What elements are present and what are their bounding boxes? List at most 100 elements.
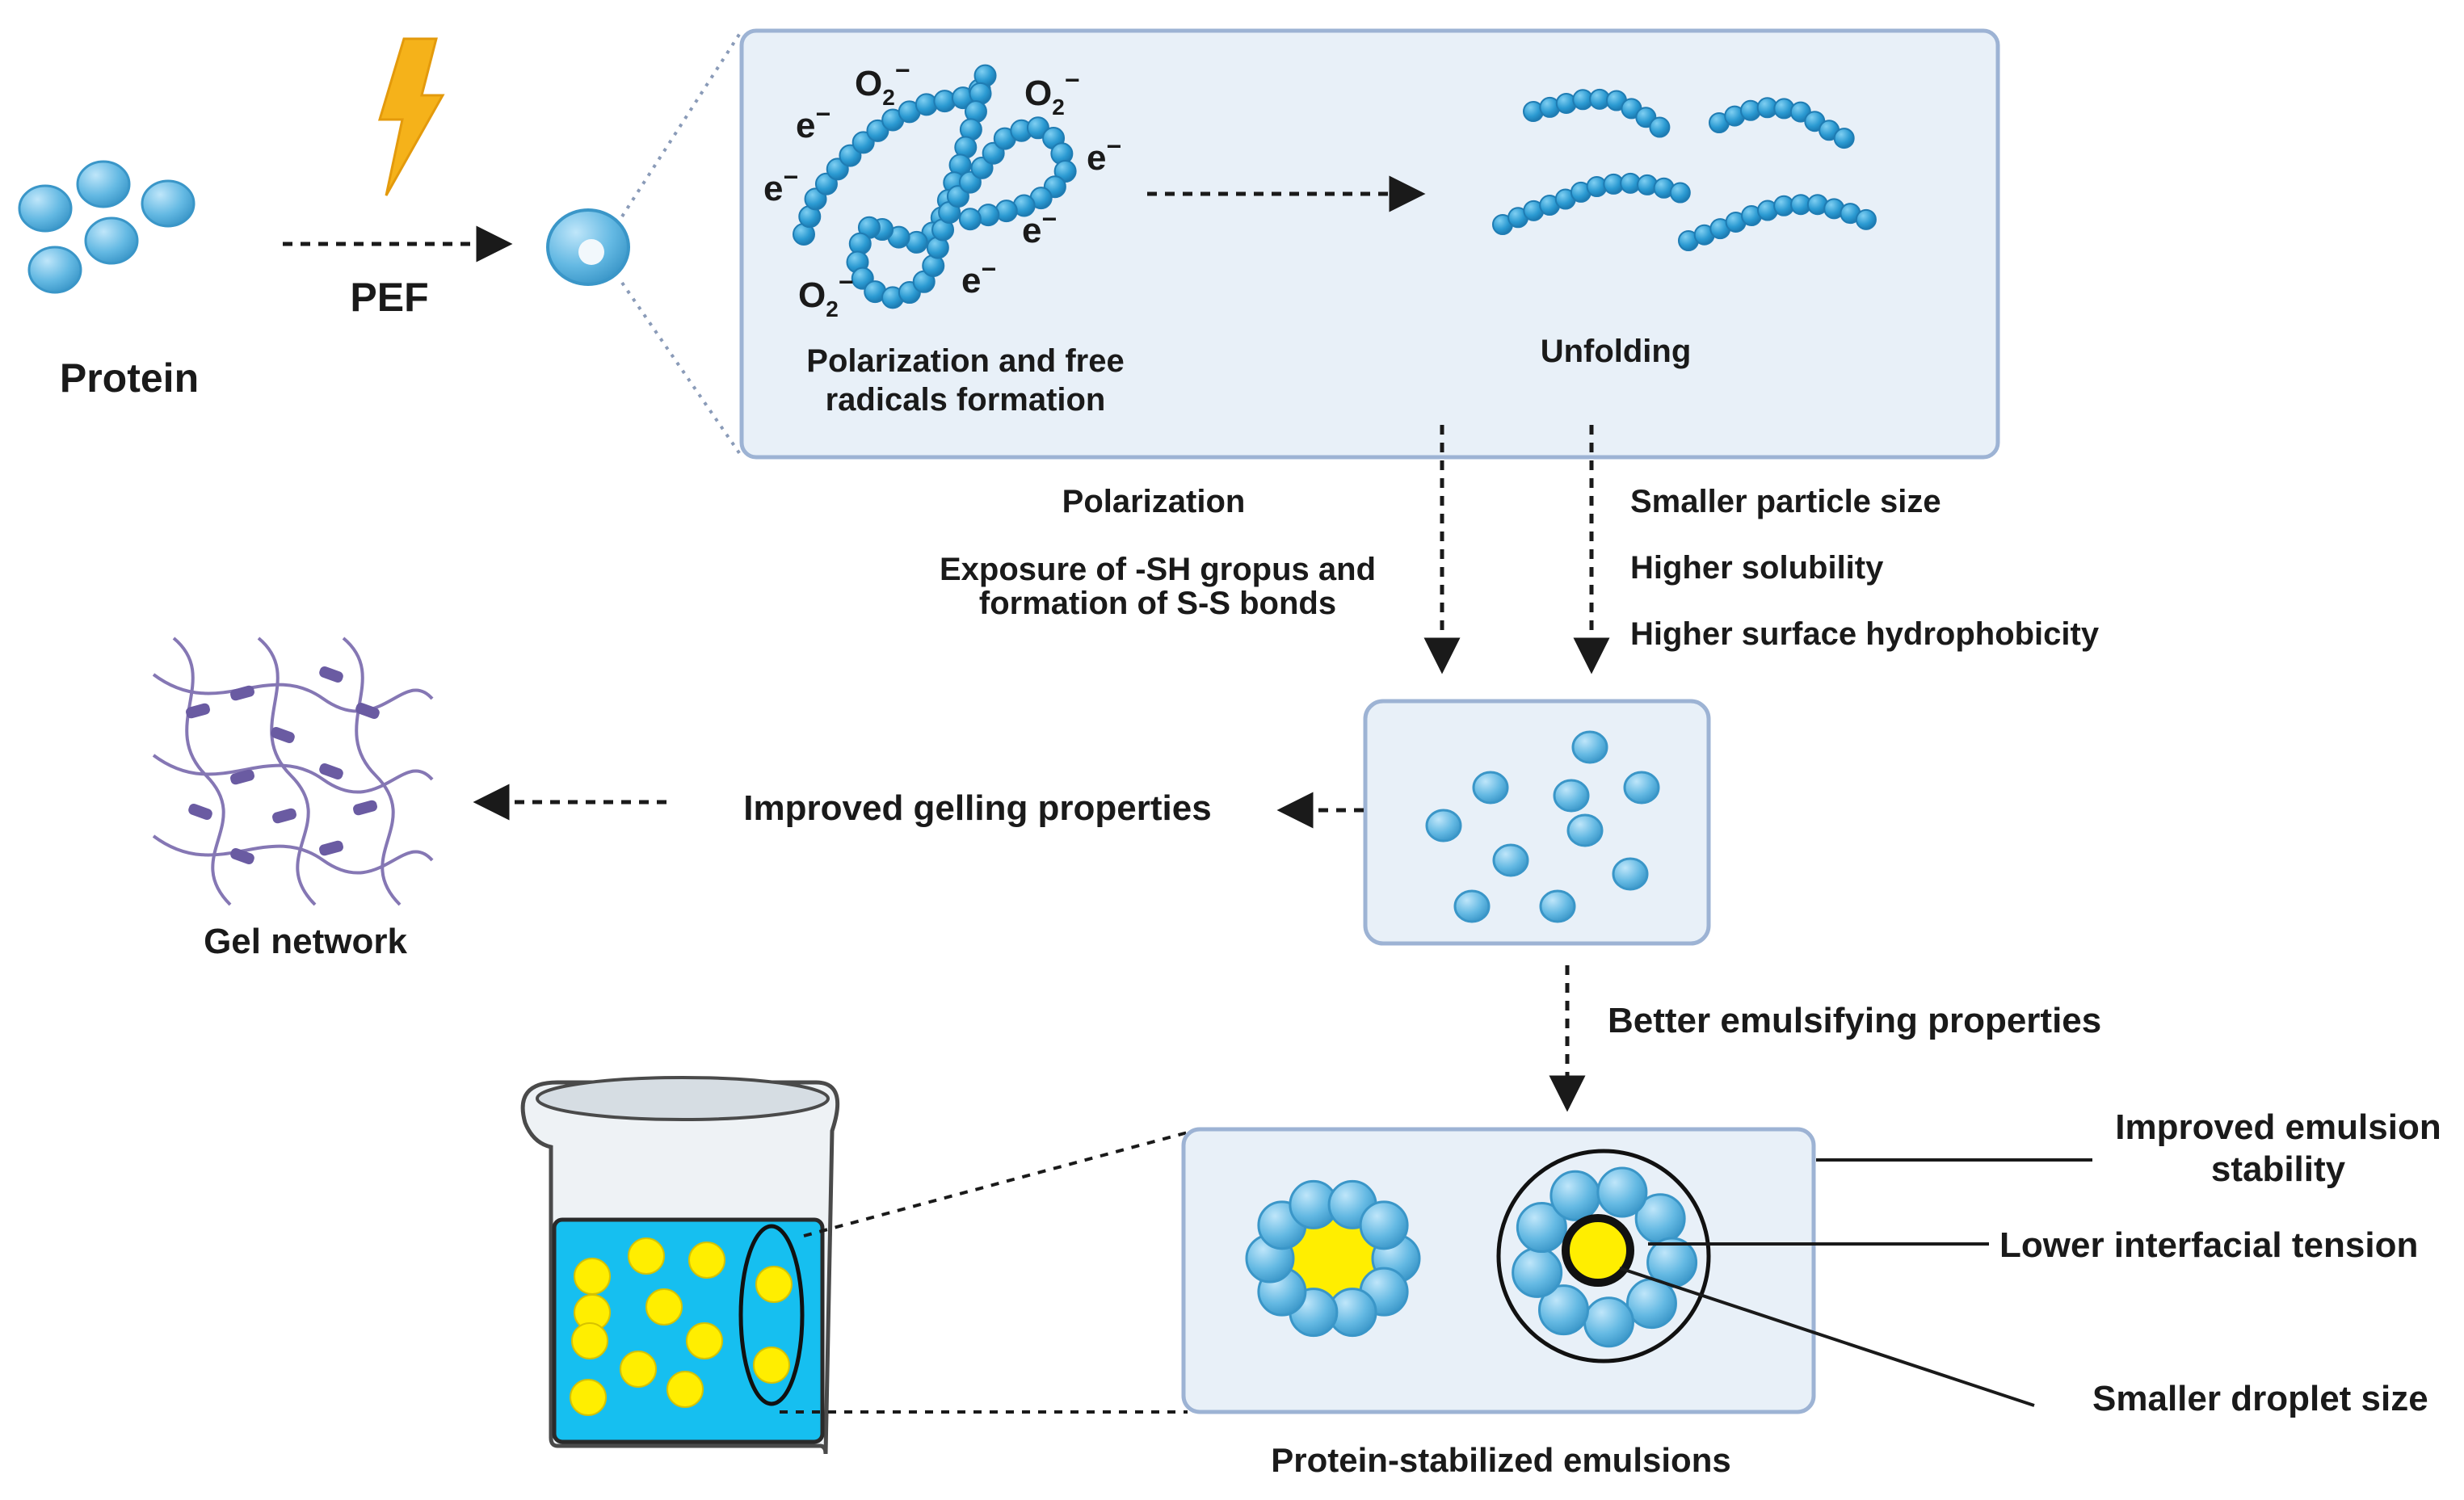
protein-bead xyxy=(1833,128,1855,149)
gel-strand xyxy=(342,637,402,906)
dispersed-protein xyxy=(1539,889,1576,923)
oil-droplet xyxy=(755,1266,793,1303)
lower-interfacial-tension-label: Lower interfacial tension xyxy=(1999,1225,2418,1265)
protein-bead xyxy=(1855,208,1877,230)
dispersed-proteins xyxy=(1425,730,1660,923)
gel-crosslink xyxy=(188,803,212,821)
smaller-droplet-size-label: Smaller droplet size xyxy=(2092,1379,2428,1418)
electron-5: e− xyxy=(961,254,996,300)
zoom-line-top xyxy=(620,29,743,218)
gel-crosslink xyxy=(319,763,343,780)
superoxide-ions: O2− O2− O2− xyxy=(798,56,1080,321)
dispersed-protein xyxy=(1472,771,1509,805)
gel-crosslink xyxy=(355,702,380,720)
oil-droplet xyxy=(686,1322,723,1359)
protein-bead xyxy=(1649,116,1671,138)
gel-crosslink xyxy=(353,800,377,816)
gel-strand xyxy=(152,673,434,713)
oil-droplet xyxy=(628,1237,665,1275)
dispersed-protein xyxy=(1453,889,1491,923)
dispersed-protein xyxy=(1612,857,1649,891)
superoxide-3: O2− xyxy=(798,267,854,321)
protein-bead xyxy=(1053,160,1077,183)
dispersed-protein xyxy=(1571,730,1608,764)
gel-strand xyxy=(152,754,434,794)
oil-droplet xyxy=(570,1379,607,1416)
gel-crosslink xyxy=(271,726,295,744)
oil-droplet xyxy=(574,1258,611,1295)
gel-crosslink xyxy=(230,685,254,701)
dispersed-protein xyxy=(1425,809,1462,842)
beaker-icon xyxy=(520,1076,840,1455)
gel-network-label: Gel network xyxy=(204,922,407,961)
emulsion-droplet-right xyxy=(1496,1149,1711,1363)
dispersed-protein xyxy=(1553,779,1590,813)
dispersed-protein xyxy=(1492,843,1529,877)
oil-droplet xyxy=(620,1351,657,1388)
single-protein-particle xyxy=(546,208,630,286)
protein-bead xyxy=(866,119,889,142)
emulsion-droplet-left xyxy=(1245,1179,1421,1338)
electron-4: e− xyxy=(1022,204,1057,250)
pef-label: PEF xyxy=(350,275,428,320)
better-emulsifying-label: Better emulsifying properties xyxy=(1608,1001,2101,1040)
protein-bead xyxy=(958,208,982,231)
polarization-free-radicals-label-line1: Polarization and free xyxy=(806,343,1124,379)
protein-group xyxy=(18,160,196,294)
protein-label: Protein xyxy=(60,355,199,401)
gel-network-icon xyxy=(152,637,434,906)
unfolding-label: Unfolding xyxy=(1541,334,1692,369)
zoom-dash-top xyxy=(803,1131,1188,1237)
gel-crosslink xyxy=(272,808,296,824)
protein-bead xyxy=(1026,116,1049,140)
droplet-size-leader xyxy=(1619,1267,2035,1407)
protein-bead xyxy=(848,232,872,255)
smaller-particle-size-label: Smaller particle size xyxy=(1630,484,1941,519)
gel-crosslink xyxy=(230,769,254,785)
protein-bead xyxy=(915,93,938,116)
oil-core xyxy=(1562,1214,1634,1287)
oil-droplet xyxy=(571,1322,608,1359)
superoxide-1: O2− xyxy=(855,56,910,110)
exposure-label-line2: formation of S-S bonds xyxy=(979,586,1336,621)
protein-bead xyxy=(1625,1278,1677,1330)
protein-bead xyxy=(1596,1166,1648,1218)
oil-droplet xyxy=(645,1288,683,1326)
gel-crosslink xyxy=(230,847,254,865)
exposure-label-line1: Exposure of -SH gropus and xyxy=(940,552,1376,587)
gel-strand xyxy=(257,637,317,906)
protein-bead xyxy=(1537,1284,1589,1336)
improved-emulsion-stability-label-line1: Improved emulsion xyxy=(2115,1107,2441,1147)
electron-1: e− xyxy=(796,99,830,145)
dispersed-protein-box xyxy=(1363,699,1711,946)
improved-gelling-label: Improved gelling properties xyxy=(743,788,1211,828)
polarization-free-radicals-label-line2: radicals formation xyxy=(826,382,1106,418)
lightning-icon xyxy=(377,37,445,196)
gel-crosslink xyxy=(319,840,343,856)
protein-bead xyxy=(1549,1170,1601,1221)
protein-bead xyxy=(1512,1246,1563,1298)
oil-droplet xyxy=(666,1371,704,1408)
protein-stabilized-emulsions-label: Protein-stabilized emulsions xyxy=(1271,1441,1730,1479)
oil-droplet xyxy=(688,1242,725,1279)
electron-ions: e− e− e− e− e− xyxy=(763,99,1121,300)
protein-bead xyxy=(1359,1200,1409,1250)
protein-bead xyxy=(1516,1202,1567,1254)
higher-surface-hydrophobicity-label: Higher surface hydrophobicity xyxy=(1630,616,2100,652)
dispersed-protein xyxy=(1623,771,1660,805)
oil-droplet xyxy=(753,1347,790,1384)
higher-solubility-label: Higher solubility xyxy=(1630,550,1884,586)
protein-bead xyxy=(1583,1296,1634,1348)
gel-strand xyxy=(152,834,434,875)
zoom-line-bottom xyxy=(620,281,743,458)
polarization-label: Polarization xyxy=(1062,484,1246,519)
electron-2: e− xyxy=(763,162,798,208)
protein-bead xyxy=(933,90,957,113)
dispersed-protein xyxy=(1566,813,1604,847)
improved-emulsion-stability-label-line2: stability xyxy=(2211,1149,2346,1189)
gel-crosslink xyxy=(186,703,210,719)
electron-3: e− xyxy=(1087,132,1121,178)
folded-protein-chain xyxy=(793,64,1077,309)
protein-bead xyxy=(1669,182,1691,204)
